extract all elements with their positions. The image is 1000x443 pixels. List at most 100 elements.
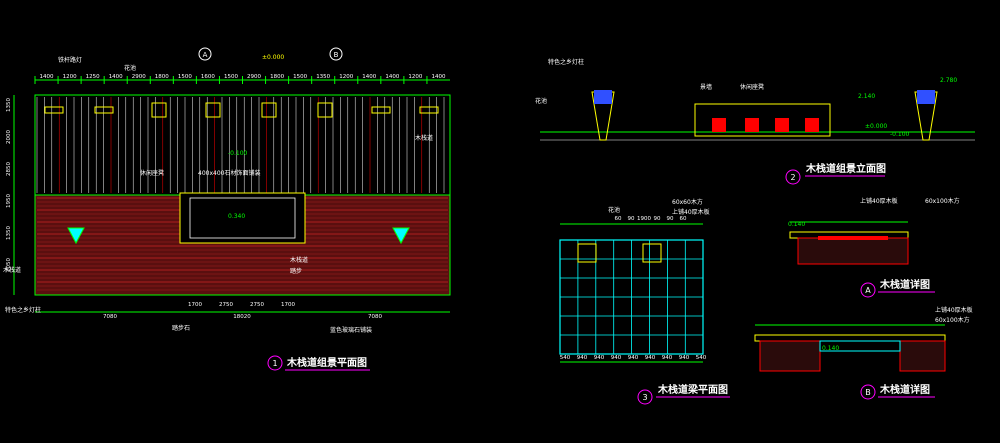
label-bottom-mid: 踏步石 <box>172 324 190 332</box>
plan1-deck-lines <box>36 97 445 193</box>
plan2-bench3 <box>775 118 789 132</box>
detailB-base-left <box>759 340 821 372</box>
dim-label: 940 <box>577 355 588 361</box>
label-elev-center: 0.340 <box>228 213 245 220</box>
plan1-title-circle <box>267 355 283 371</box>
dim-label: 1400 <box>431 74 445 80</box>
planter <box>317 102 333 118</box>
dim-label: 940 <box>628 355 639 361</box>
detailA-base <box>797 237 909 265</box>
label-mid-note2: 木栈道 <box>290 256 308 264</box>
detailA-wood <box>818 236 888 240</box>
detailB-elev: 0.140 <box>822 345 839 352</box>
planter <box>371 106 391 114</box>
dim-label: 2750 <box>250 302 264 308</box>
plan2-group: 特色之乡灯柱 花池 景墙 休闲座凳 2.780 2.140 ±0.000 -0.… <box>535 58 975 185</box>
dim-label: 1700 <box>281 302 295 308</box>
label-tree: 花池 <box>124 64 136 72</box>
dim-label: 90 <box>654 216 661 222</box>
dim-label: 1950 <box>6 194 12 208</box>
plan3-label-right2: 上铺40厚木板 <box>672 208 710 216</box>
lamp-triangle-left <box>67 227 85 245</box>
plan1-upper-deck <box>34 94 451 196</box>
dim-label: 60 <box>680 216 687 222</box>
label-mid-note1: 休闲座凳 <box>140 169 164 177</box>
marker-a-circle <box>198 47 212 61</box>
dim-label: 7080 <box>103 314 117 320</box>
plan2-label-planter: 花池 <box>535 97 547 105</box>
dim-label: 2050 <box>6 258 12 272</box>
label-side: 木栈道 <box>415 134 433 142</box>
dim-label: 2900 <box>132 74 146 80</box>
plan1-planters <box>44 102 439 118</box>
dim-label: 1500 <box>293 74 307 80</box>
dim-label: 60 <box>615 216 622 222</box>
label-center-note: 400x400石材饰面铺装 <box>198 169 260 177</box>
detailA-title: 木栈道详图 <box>879 278 930 291</box>
planter <box>261 102 277 118</box>
plan2-bench1 <box>712 118 726 132</box>
dim-label: 1400 <box>385 74 399 80</box>
dim-label: 2000 <box>6 130 12 144</box>
detailB-title-circle <box>860 384 876 400</box>
plan2-title-circle <box>785 169 801 185</box>
detailB-label2: 60x100木方 <box>935 316 970 324</box>
marker-b: B <box>334 51 339 59</box>
plan2-title: 木栈道组景立面图 <box>805 162 886 175</box>
detailB-mid <box>819 340 901 352</box>
dim-label: 18020 <box>233 314 251 320</box>
label-mid-note3: 踏步 <box>290 267 302 275</box>
dim-label: 1600 <box>201 74 215 80</box>
detailA-elev: 0.140 <box>788 221 805 228</box>
plan2-title-number: 2 <box>790 173 795 182</box>
dim-label: 1700 <box>188 302 202 308</box>
dim-label: 1400 <box>362 74 376 80</box>
dim-label: 1400 <box>109 74 123 80</box>
dim-label: 1350 <box>6 98 12 112</box>
label-bottom-right: 蓝色玻璃石铺装 <box>330 326 372 334</box>
plan2-label-wall: 景墙 <box>700 83 712 91</box>
detailB-group: 上铺40厚木板 60x100木方 0.140 B 木栈道详图 <box>754 306 973 400</box>
dim-label: 90 <box>628 216 635 222</box>
label-left-lower: 木栈道 <box>3 266 21 274</box>
plan2-label-bench: 休闲座凳 <box>740 83 764 91</box>
plan1-title-number: 1 <box>272 359 277 368</box>
dim-label: 2750 <box>219 302 233 308</box>
plan2-elev2: 2.140 <box>858 93 875 100</box>
plan2-elev3: ±0.000 <box>865 123 887 130</box>
plan3-planter2 <box>642 243 662 263</box>
detailB-base-right <box>899 340 946 372</box>
plan2-lamp-right-top <box>917 90 935 104</box>
plan3-title-circle <box>637 389 653 405</box>
dim-label: 1200 <box>408 74 422 80</box>
detailB-marker: B <box>865 388 871 397</box>
planter <box>94 106 114 114</box>
dim-label: 1350 <box>316 74 330 80</box>
dim-label: 540 <box>696 355 707 361</box>
plan3-planter1 <box>577 243 597 263</box>
marker-label: ±0.000 <box>262 54 284 61</box>
plan3-title: 木栈道梁平面图 <box>657 383 728 396</box>
plan2-bench4 <box>805 118 819 132</box>
plan3-label-right1: 60x60木方 <box>672 198 703 206</box>
dim-label: 940 <box>662 355 673 361</box>
plan2-bench2 <box>745 118 759 132</box>
plan2-label-lamp: 特色之乡灯柱 <box>548 58 584 66</box>
dim-label: 1350 <box>6 226 12 240</box>
plan3-label-left: 花池 <box>608 206 620 214</box>
plan1-center-inner <box>189 197 296 239</box>
plan2-elev1: 2.780 <box>940 77 957 84</box>
label-bottom-left: 特色之乡灯柱 <box>5 306 41 314</box>
dim-label: 90 <box>667 216 674 222</box>
planter <box>205 102 221 118</box>
dim-label: 2850 <box>6 162 12 176</box>
dim-label: 1200 <box>339 74 353 80</box>
plan2-lamp-left-top <box>594 90 612 104</box>
detailB-slab <box>754 334 946 342</box>
plan1-lower-lines <box>37 197 448 291</box>
